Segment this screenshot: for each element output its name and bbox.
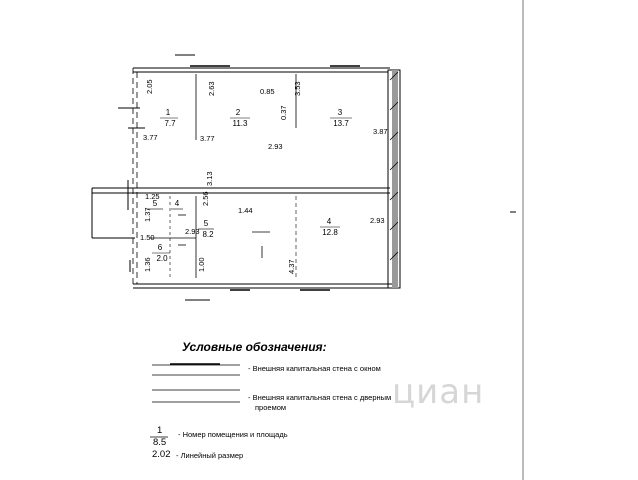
dimension-label: 1.37 — [143, 207, 152, 222]
dimension-label: 1.44 — [238, 206, 253, 215]
legend-title: Условные обозначения: — [182, 340, 327, 354]
dimension-label: 3.53 — [293, 81, 302, 96]
room-area: 8.2 — [202, 230, 214, 239]
legend-room-number-caption: - Номер помещения и площадь — [178, 430, 288, 439]
room-area: 11.3 — [233, 119, 249, 128]
legend-window-wall: - Внешняя капитальная стена с окном — [248, 364, 381, 373]
dimension-label: 4.37 — [287, 259, 296, 274]
legend-sample-dimension: 2.02 — [152, 449, 171, 460]
legend-door-wall-line2: проемом — [255, 403, 287, 412]
dimension-label: 0.85 — [260, 87, 275, 96]
room-number: 6 — [158, 243, 163, 252]
room-number: 5 — [153, 199, 158, 208]
dimension-label: 2.93 — [185, 227, 200, 236]
room-number: 4 — [175, 199, 180, 208]
room-number: 5 — [204, 219, 209, 228]
dimension-label: 1.25 — [145, 192, 160, 201]
legend-dimension-caption: - Линейный размер — [176, 451, 244, 460]
dimension-label: 3.87 — [373, 127, 388, 136]
dimension-label: 0.37 — [279, 105, 288, 120]
dimension-label: 2.93 — [370, 216, 385, 225]
dimension-label: 3.13 — [205, 171, 214, 186]
dimension-labels: 2.05 2.63 0.85 3.53 0.37 3.77 3.77 2.93 … — [140, 79, 388, 274]
dimension-label: 2.93 — [268, 142, 283, 151]
room-labels: 1 7.7 2 11.3 3 13.7 4 12.8 5 8.2 6 2.0 5… — [147, 108, 352, 263]
legend-symbols — [150, 363, 240, 438]
legend-door-wall-line1: - Внешняя капитальная стена с дверным — [248, 393, 392, 402]
dimension-label: 2.63 — [207, 81, 216, 96]
room-area: 2.0 — [156, 254, 168, 263]
room-number: 3 — [338, 108, 343, 117]
room-area: 12.8 — [322, 228, 338, 237]
room-number: 4 — [327, 217, 332, 226]
dimension-label: 2.05 — [145, 79, 154, 94]
dimension-label: 3.77 — [143, 133, 158, 142]
dimension-label: 1.00 — [197, 257, 206, 272]
room-area: 13.7 — [333, 119, 349, 128]
room-area: 7.7 — [164, 119, 176, 128]
room-number: 1 — [166, 108, 171, 117]
dimension-label: 3.77 — [200, 134, 215, 143]
room-number: 2 — [236, 108, 241, 117]
dimension-label: 1.50 — [140, 233, 155, 242]
plan-walls — [91, 54, 516, 301]
legend-sample-area: 8.5 — [153, 437, 167, 448]
watermark: циан — [392, 372, 485, 412]
legend-sample-number: 1 — [157, 425, 163, 436]
dimension-label: 2.56 — [201, 191, 210, 206]
dimension-label: 1.36 — [143, 257, 152, 272]
